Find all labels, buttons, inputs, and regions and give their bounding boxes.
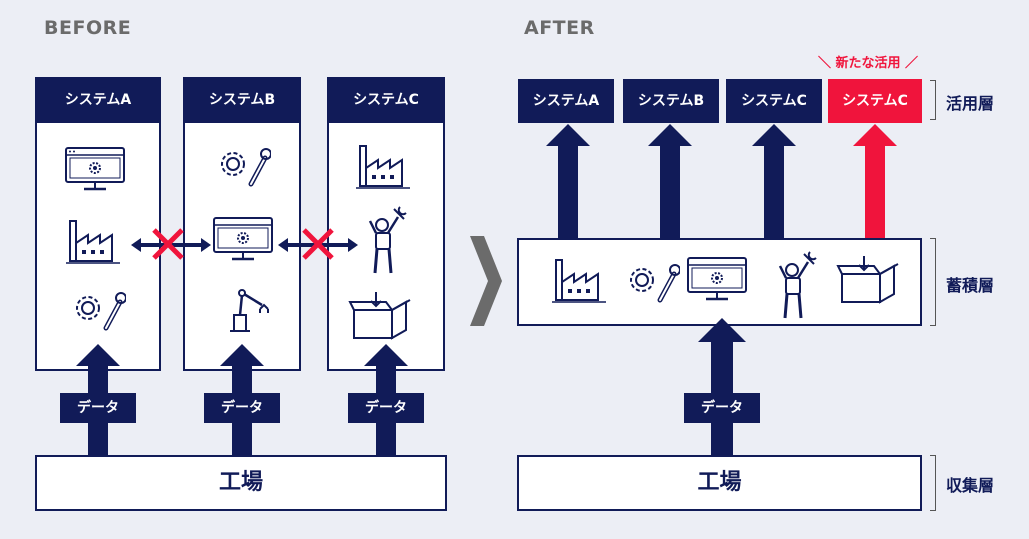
factory-icon — [552, 259, 606, 303]
worker-icon — [368, 206, 407, 274]
before-system-b-box: システムB — [183, 77, 301, 371]
before-system-a-label: システムA — [37, 79, 159, 123]
after-arrow-to-new-system — [853, 124, 897, 240]
after-system-c-label: システムC — [726, 79, 822, 123]
robot-arm-icon — [230, 289, 269, 332]
gear-wrench-icon — [221, 148, 271, 187]
gear-wrench-icon — [630, 264, 680, 303]
cross-icon — [302, 228, 334, 260]
before-factory-box: 工場 — [35, 455, 447, 511]
before-heading: BEFORE — [44, 17, 132, 39]
after-system-c-new-label: システムC — [828, 79, 922, 123]
new-use-label: ＼ 新たな活用 ／ — [818, 56, 919, 71]
use-layer-label: 活用層 — [946, 94, 995, 113]
after-system-b-label: システムB — [623, 79, 719, 123]
before-system-a-box: システムA — [35, 77, 161, 371]
cross-icon — [152, 228, 184, 260]
collect-layer-bracket — [930, 455, 936, 511]
after-arrow-to-system-b — [648, 124, 692, 240]
chevron-right-icon — [470, 236, 502, 326]
worker-icon — [778, 251, 817, 319]
box-icon — [348, 292, 411, 340]
factory-icon — [356, 145, 410, 189]
monitor-gear-icon — [687, 257, 747, 301]
after-system-a-label: システムA — [518, 79, 614, 123]
after-data-arrow — [698, 318, 746, 458]
before-data-label-c: データ — [348, 393, 424, 423]
after-data-label: データ — [684, 393, 760, 423]
monitor-gear-icon — [213, 217, 273, 261]
accumulate-layer-bracket — [930, 238, 936, 326]
collect-layer-label: 収集層 — [946, 476, 995, 495]
before-system-c-label: システムC — [329, 79, 443, 123]
use-layer-bracket — [930, 80, 936, 120]
after-heading: AFTER — [524, 17, 595, 39]
after-factory-box: 工場 — [517, 455, 922, 511]
after-arrow-to-system-a — [546, 124, 590, 240]
before-system-b-label: システムB — [185, 79, 299, 123]
gear-wrench-icon — [76, 292, 126, 331]
factory-icon — [66, 220, 120, 264]
after-arrow-to-system-c — [752, 124, 796, 240]
before-data-label-b: データ — [204, 393, 280, 423]
box-icon — [836, 256, 899, 304]
monitor-gear-icon — [65, 147, 125, 191]
before-data-label-a: データ — [60, 393, 136, 423]
accumulate-layer-label: 蓄積層 — [946, 276, 995, 295]
